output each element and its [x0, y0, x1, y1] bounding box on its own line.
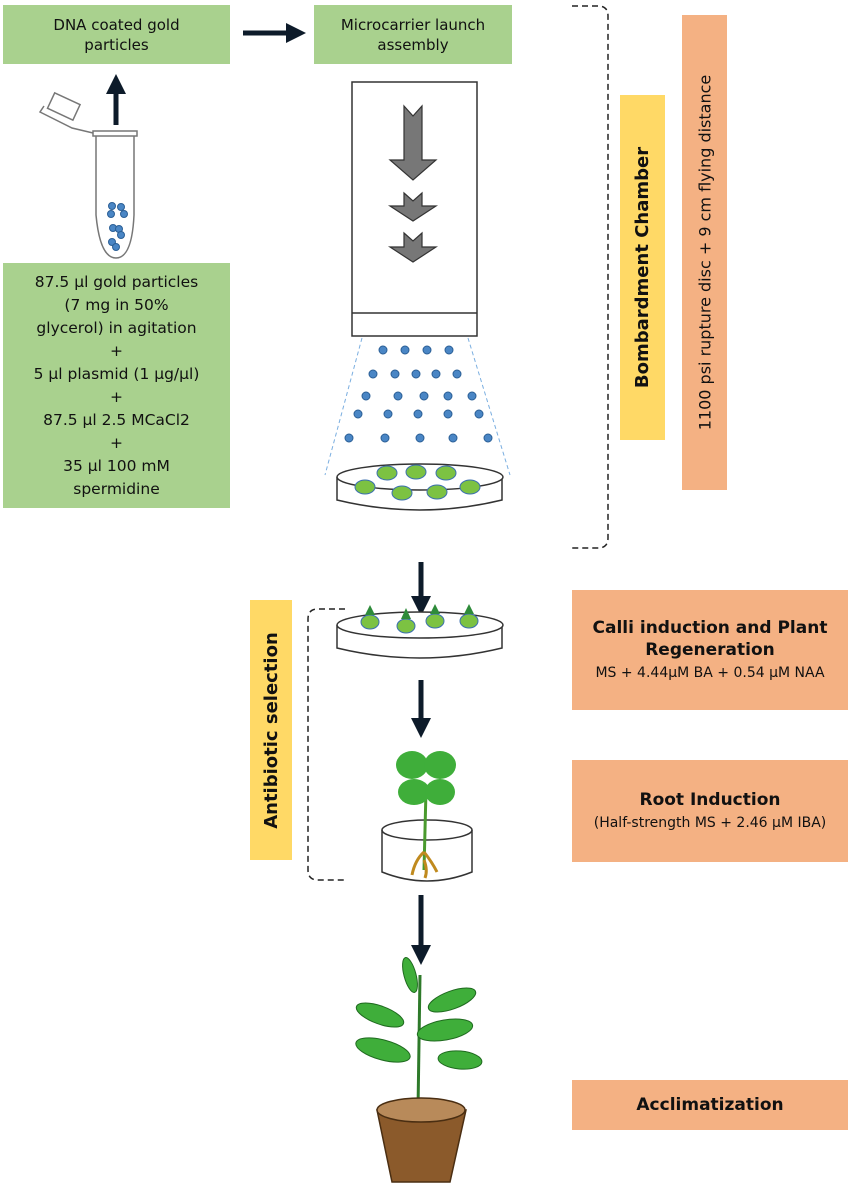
- mixture-line: 5 µl plasmid (1 µg/µl): [33, 364, 200, 383]
- acclimatization-box: Acclimatization: [572, 1080, 848, 1130]
- gold-particle: [419, 391, 429, 401]
- gold-particle: [443, 409, 453, 419]
- box-title: Calli induction and Plant Regeneration: [592, 618, 828, 660]
- gold-particle: [443, 391, 453, 401]
- box-label: Microcarrier launch assembly: [340, 15, 486, 54]
- gold-particle: [444, 345, 454, 355]
- bombardment-bracket: [572, 5, 609, 549]
- dna-coated-gold-box: DNA coated gold particles: [3, 5, 230, 64]
- gold-particle: [353, 409, 363, 419]
- potted-plant-icon: [355, 957, 483, 1183]
- box-medium: (Half-strength MS + 2.46 µM IBA): [593, 815, 827, 831]
- gold-particle: [400, 345, 410, 355]
- root-induction-box: Root Induction (Half-strength MS + 2.46 …: [572, 760, 848, 862]
- gold-particle: [361, 391, 371, 401]
- gold-particle: [368, 369, 378, 379]
- mixture-line: spermidine: [73, 479, 160, 498]
- box-title: Root Induction: [639, 790, 781, 810]
- petri-dish-calli: [336, 463, 504, 511]
- mixture-line: (7 mg in 50%: [64, 295, 169, 314]
- mixture-line: 35 µl 100 mM: [63, 456, 170, 475]
- mixture-line: 87.5 µl gold particles: [34, 272, 199, 291]
- box-medium: MS + 4.44µM BA + 0.54 µM NAA: [595, 665, 825, 681]
- gold-particle: [422, 345, 432, 355]
- mixture-line: +: [110, 341, 123, 360]
- calli-induction-box: Calli induction and Plant Regeneration M…: [572, 590, 848, 710]
- gene-gun-chamber: [324, 81, 511, 476]
- gold-particle: [415, 433, 425, 443]
- launch-assembly-box: Microcarrier launch assembly: [314, 5, 512, 64]
- gold-particle: [452, 369, 462, 379]
- box-label: DNA coated gold particles: [53, 15, 180, 54]
- petri-dish-plantlets: [336, 604, 504, 659]
- gold-particle: [378, 345, 388, 355]
- rooting-jar-plantlet: [381, 751, 473, 882]
- mixture-line: 87.5 µl 2.5 MCaCl2: [43, 410, 190, 429]
- gold-particle: [411, 369, 421, 379]
- gold-particle: [474, 409, 484, 419]
- gold-particle: [344, 433, 354, 443]
- down-arrow-icon: [388, 104, 438, 181]
- antibiotic-selection-label: Antibiotic selection: [250, 600, 292, 860]
- gold-particle: [431, 369, 441, 379]
- mixture-line: +: [110, 433, 123, 452]
- box-title: Acclimatization: [636, 1095, 784, 1115]
- bombardment-chamber-label: Bombardment Chamber: [620, 95, 665, 440]
- antibiotic-bracket: [307, 608, 345, 881]
- mixture-line: +: [110, 387, 123, 406]
- gold-particle: [483, 433, 493, 443]
- mixture-box: 87.5 µl gold particles (7 mg in 50% glyc…: [3, 263, 230, 508]
- rupture-disc-label: 1100 psi rupture disc + 9 cm flying dist…: [682, 15, 727, 490]
- gold-particle: [448, 433, 458, 443]
- gold-particle: [467, 391, 477, 401]
- gold-particle: [413, 409, 423, 419]
- down-arrow-icon: [387, 231, 439, 263]
- gold-particle: [393, 391, 403, 401]
- mixture-line: glycerol) in agitation: [36, 318, 197, 337]
- microtube-icon: [38, 91, 138, 259]
- gold-particle: [390, 369, 400, 379]
- down-arrow-icon: [387, 191, 439, 222]
- gold-particle: [380, 433, 390, 443]
- gold-particle: [383, 409, 393, 419]
